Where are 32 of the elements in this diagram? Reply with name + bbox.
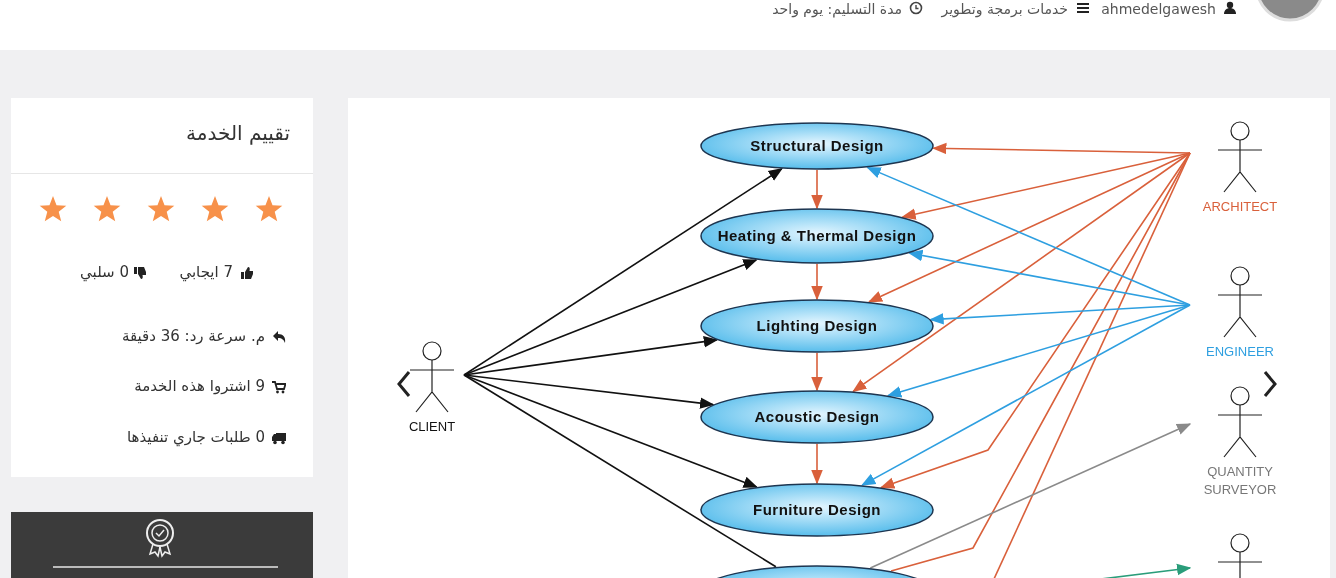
use-case-label: Structural Design [750, 136, 884, 156]
arrow [811, 169, 823, 210]
actor-label: QUANTITY SURVEYOR [1202, 463, 1278, 499]
service-category: خدمات برمجة وتطوير [941, 0, 1068, 18]
arrow [869, 423, 1192, 569]
use-case-label: Heating & Thermal Design [717, 226, 917, 246]
arrow [811, 352, 823, 392]
positive-count: 7 ايجابي [179, 263, 233, 282]
arrow [879, 152, 1191, 489]
pending-orders: 0 طلبات جاري تنفيذها [127, 428, 265, 447]
arrow [463, 168, 783, 376]
delivery-time: مدة التسليم: يوم واحد [772, 0, 902, 18]
arrow [463, 374, 758, 488]
response-time: م. سرعة رد: 36 دقيقة [121, 327, 265, 346]
arrow [932, 142, 1191, 155]
use-case-label: Furniture Design [753, 500, 881, 520]
arrow [929, 304, 1191, 325]
actor-label: ENGINEER [1205, 343, 1275, 361]
card-title: تقييم الخدمة [186, 121, 290, 145]
arrow [811, 443, 823, 485]
arrow [463, 259, 758, 376]
purchase-count: 9 اشتروا هذه الخدمة [134, 377, 265, 396]
use-case-label: Acoustic Design [754, 407, 880, 427]
arrow [861, 304, 1191, 486]
username: ahmedelgawesh [1101, 0, 1216, 18]
use-case-label: Lighting Design [756, 316, 878, 336]
arrow [811, 263, 823, 301]
arrow [852, 152, 1191, 393]
actor-label: CLIENT [407, 418, 457, 436]
negative-count: 0 سلبي [80, 263, 129, 282]
arrow [463, 374, 715, 409]
actor-label: ARCHITECT [1201, 198, 1279, 216]
